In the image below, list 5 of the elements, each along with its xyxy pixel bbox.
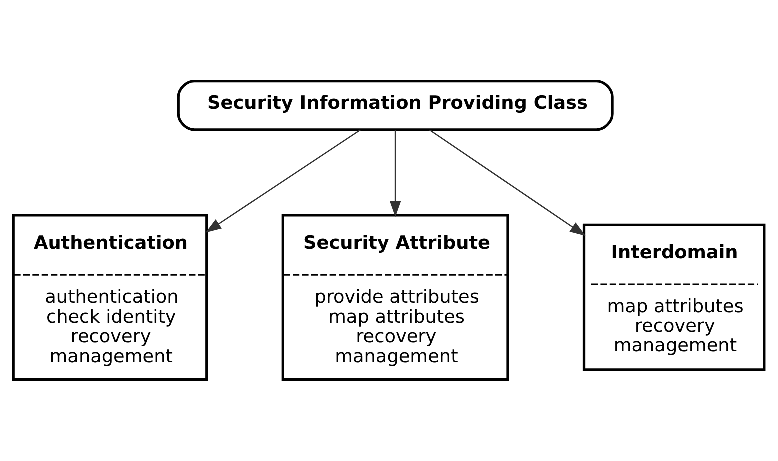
arrow: [429, 130, 586, 236]
node-box: Interdomain map attributes recovery management: [582, 224, 766, 372]
node-box: Security Information Providing Class: [177, 80, 614, 132]
arrow: [390, 130, 402, 218]
arrow: [206, 130, 361, 233]
